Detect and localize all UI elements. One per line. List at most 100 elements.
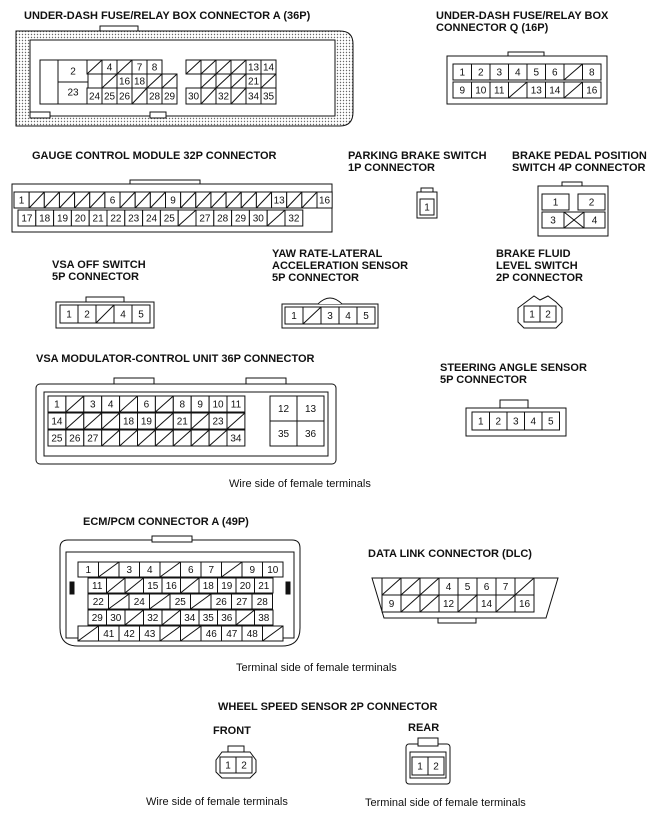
pin-21: 21	[93, 214, 105, 225]
unused-terminal-slash	[86, 59, 103, 75]
terminal-cell	[235, 756, 253, 774]
pin-8: 8	[179, 400, 185, 411]
unused-terminal-slash	[262, 625, 284, 642]
unused-terminal-slash	[28, 191, 45, 209]
terminal-cell	[284, 209, 304, 227]
pin-12: 12	[278, 404, 290, 415]
unused-terminal-slash	[563, 81, 583, 99]
terminal-cell	[583, 211, 606, 229]
unused-terminal-slash	[221, 561, 243, 578]
pin-25: 25	[104, 92, 116, 103]
pin-brake-pedal-2: 2	[589, 198, 595, 209]
pin-12: 12	[443, 599, 455, 610]
unused-terminal-slash	[116, 59, 133, 75]
unused-terminal-slash	[210, 191, 227, 209]
pin-3: 3	[496, 68, 502, 79]
pin-9: 9	[249, 565, 255, 576]
pin-3: 3	[513, 417, 519, 428]
pin-1: 1	[54, 400, 60, 411]
title-ecm: ECM/PCM CONNECTOR A (49P)	[83, 516, 249, 528]
pin-18: 18	[203, 581, 215, 592]
unused-terminal-slash	[124, 577, 144, 594]
title-brake-pedal-line1: BRAKE PEDAL POSITION	[512, 150, 647, 162]
pin-2: 2	[84, 310, 90, 321]
unused-terminal-slash	[180, 577, 200, 594]
unused-terminal-slash	[149, 191, 166, 209]
pin-18: 18	[134, 77, 146, 88]
title-rear: REAR	[408, 722, 440, 734]
pin-46: 46	[206, 629, 218, 640]
unused-terminal-cross	[563, 211, 585, 229]
unused-terminal-slash	[172, 429, 192, 447]
terminal-cell	[254, 609, 274, 626]
pin-11: 11	[231, 400, 242, 411]
pin-28: 28	[257, 597, 269, 608]
pin-42: 42	[124, 629, 136, 640]
pin-43: 43	[144, 629, 156, 640]
unused-terminal-slash	[124, 609, 144, 626]
unused-terminal-slash	[200, 87, 217, 105]
unused-terminal-slash	[149, 593, 171, 610]
terminal-cell	[161, 87, 178, 105]
unused-terminal-slash	[240, 191, 257, 209]
pin-11: 11	[92, 581, 103, 592]
pin-16: 16	[519, 599, 531, 610]
unused-terminal-slash	[495, 594, 516, 613]
pin-10: 10	[212, 400, 224, 411]
terminal-cell	[541, 193, 570, 211]
unused-terminal-slash	[101, 73, 118, 89]
pin-4: 4	[530, 417, 536, 428]
pin-3: 3	[126, 565, 132, 576]
pin-5: 5	[465, 582, 471, 593]
pin-21: 21	[248, 77, 260, 88]
unused-terminal-slash	[215, 59, 232, 75]
connector-a-lock-tab	[99, 25, 139, 31]
pin-29: 29	[235, 214, 247, 225]
unused-terminal-slash	[400, 594, 421, 613]
unused-terminal-slash	[159, 625, 181, 642]
pin-1: 1	[66, 310, 72, 321]
title-vsa-off-line1: VSA OFF SWITCH	[52, 259, 146, 271]
pin-1: 1	[478, 417, 484, 428]
unused-terminal-slash	[95, 304, 115, 324]
title-brake-fluid-line2: LEVEL SWITCH	[496, 260, 578, 272]
pin-35: 35	[278, 429, 290, 440]
pin-15: 15	[147, 581, 159, 592]
ecm-lock-tab	[151, 535, 193, 543]
parking-brake-lock-tab	[420, 187, 434, 193]
pin-4: 4	[147, 565, 153, 576]
pin-24: 24	[134, 597, 146, 608]
unused-terminal-slash	[381, 577, 402, 596]
pin-22: 22	[93, 597, 105, 608]
pin-7: 7	[503, 582, 509, 593]
pin-2: 2	[545, 310, 551, 321]
unused-terminal-slash	[514, 577, 535, 596]
pin-5: 5	[138, 310, 144, 321]
unused-terminal-slash	[77, 625, 99, 642]
title-steering-line1: STEERING ANGLE SENSOR	[440, 362, 587, 374]
pin-2: 2	[495, 417, 501, 428]
unused-terminal-slash	[161, 73, 178, 89]
unused-terminal-slash	[146, 73, 163, 89]
unused-terminal-slash	[119, 395, 138, 413]
pin-4: 4	[107, 63, 113, 74]
unused-terminal-slash	[260, 73, 277, 89]
pin-9: 9	[170, 196, 176, 207]
pin-21: 21	[177, 417, 189, 428]
unused-terminal-slash	[101, 412, 120, 430]
terminal-cell	[262, 561, 284, 578]
pin-6: 6	[110, 196, 116, 207]
pin-brake-pedal-1: 1	[553, 198, 559, 209]
terminal-cell	[296, 420, 325, 447]
unused-terminal-slash	[155, 395, 174, 413]
pin-10: 10	[267, 565, 279, 576]
unused-terminal-slash	[563, 63, 583, 81]
terminal-cell	[254, 577, 274, 594]
pin-7: 7	[137, 63, 143, 74]
pin-32: 32	[218, 92, 230, 103]
pin-4: 4	[108, 400, 114, 411]
unused-terminal-slash	[215, 73, 232, 89]
unused-terminal-slash	[159, 561, 181, 578]
pin-25: 25	[51, 434, 63, 445]
pin-30: 30	[188, 92, 200, 103]
